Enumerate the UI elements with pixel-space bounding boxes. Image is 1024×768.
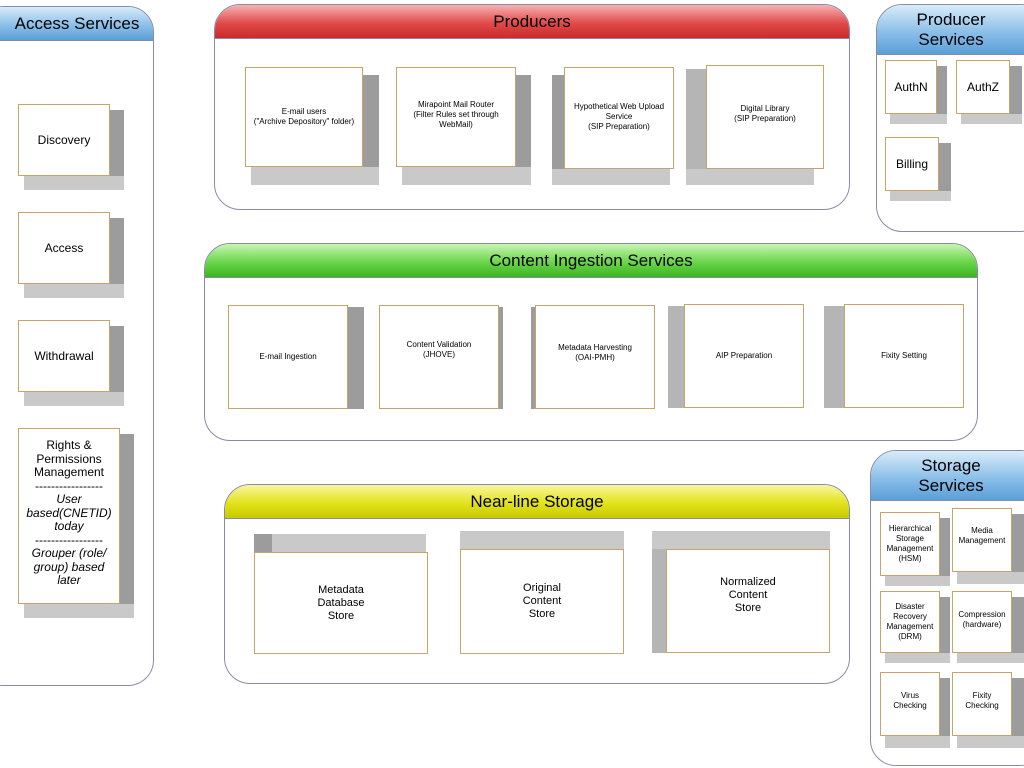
email-users-box: E-mail users("Archive Depository" folder… bbox=[245, 67, 379, 185]
metadata-harvesting-label: Metadata Harvesting(OAI-PMH) bbox=[535, 305, 655, 409]
compression-box: Compression(hardware) bbox=[952, 591, 1024, 663]
authz-label: AuthZ bbox=[956, 60, 1010, 114]
compression-label: Compression(hardware) bbox=[952, 591, 1012, 653]
content-validation-label: Content Validation(JHOVE) bbox=[379, 305, 499, 409]
digital-library-box: Digital Library(SIP Preparation) bbox=[686, 65, 824, 185]
access-label: Access bbox=[18, 212, 110, 284]
email-ingestion-label: E-mail Ingestion bbox=[228, 305, 348, 409]
withdrawal-box: Withdrawal bbox=[18, 320, 124, 406]
mirapoint-label: Mirapoint Mail Router(Filter Rules set t… bbox=[396, 67, 516, 167]
producers-title: Producers bbox=[215, 5, 849, 39]
rights-management-box: Rights & Permissions Management --------… bbox=[18, 428, 134, 618]
fixity-setting-label: Fixity Setting bbox=[844, 304, 964, 408]
authz-box: AuthZ bbox=[956, 60, 1022, 124]
authn-label: AuthN bbox=[885, 60, 937, 114]
access-box: Access bbox=[18, 212, 124, 298]
email-users-label: E-mail users("Archive Depository" folder… bbox=[245, 67, 363, 167]
authn-box: AuthN bbox=[885, 60, 947, 124]
discovery-label: Discovery bbox=[18, 104, 110, 176]
nearline-title: Near-line Storage bbox=[225, 485, 849, 519]
digital-library-label: Digital Library(SIP Preparation) bbox=[706, 65, 824, 169]
ingestion-title: Content Ingestion Services bbox=[205, 244, 977, 278]
content-validation-box: Content Validation(JHOVE) bbox=[379, 305, 503, 409]
withdrawal-label: Withdrawal bbox=[18, 320, 110, 392]
fixity-setting-box: Fixity Setting bbox=[824, 304, 964, 408]
discovery-box: Discovery bbox=[18, 104, 124, 190]
aip-preparation-label: AIP Preparation bbox=[684, 304, 804, 408]
metadata-harvesting-box: Metadata Harvesting(OAI-PMH) bbox=[531, 305, 655, 409]
mirapoint-box: Mirapoint Mail Router(Filter Rules set t… bbox=[396, 67, 531, 185]
rights-management-label: Rights & Permissions Management --------… bbox=[18, 428, 120, 604]
access-services-title: Access Services bbox=[0, 7, 153, 41]
aip-preparation-box: AIP Preparation bbox=[668, 304, 804, 408]
billing-box: Billing bbox=[885, 137, 951, 201]
billing-label: Billing bbox=[885, 137, 939, 191]
email-ingestion-box: E-mail Ingestion bbox=[228, 305, 364, 409]
